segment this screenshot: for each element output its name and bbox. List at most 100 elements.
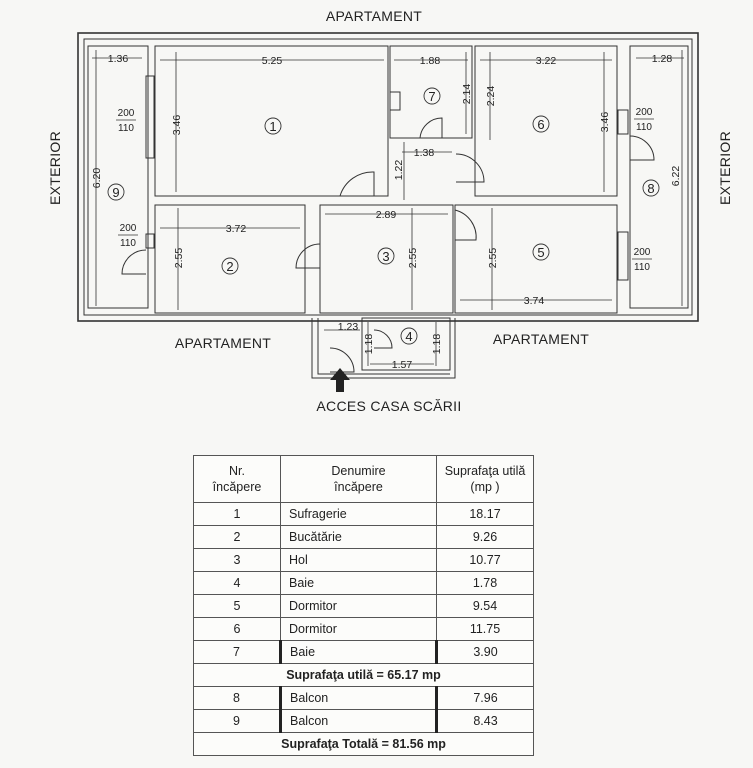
dim-r5-height: 2.55 — [487, 248, 499, 269]
dim-r2-height: 2.55 — [173, 248, 185, 269]
neighbor-right-label: APARTAMENT — [493, 331, 589, 347]
floor-plan: APARTAMENT APARTAMENT APARTAMENT EXTERIO… — [47, 8, 733, 414]
room-number-3: 3 — [382, 249, 389, 264]
exterior-left-label: EXTERIOR — [47, 131, 63, 205]
cell-name: Balcon — [279, 686, 437, 710]
table-row: 9 Balcon 8.43 — [193, 709, 534, 733]
room-number-6: 6 — [537, 117, 544, 132]
dim-r8-height: 6.22 — [670, 166, 682, 187]
window-4-height: 110 — [634, 262, 650, 273]
cell-name: Baie — [280, 571, 437, 595]
cell-nr: 8 — [193, 686, 281, 710]
cell-nr: 1 — [193, 502, 281, 526]
window-1-height: 110 — [118, 123, 134, 134]
room-4-outline — [361, 317, 451, 371]
dim-hall-upper-width: 1.38 — [414, 147, 435, 159]
cell-nr: 4 — [193, 571, 281, 595]
cell-name: Bucătărie — [280, 525, 437, 549]
window-3-height: 110 — [636, 122, 652, 133]
dim-r2-width: 3.72 — [226, 223, 247, 235]
cell-name: Sufragerie — [280, 502, 437, 526]
room-number-2: 2 — [226, 259, 233, 274]
cell-name: Balcon — [279, 709, 437, 733]
window-2-height: 110 — [120, 238, 136, 249]
dim-r9-height: 6.20 — [91, 168, 103, 189]
window-1-width: 200 — [118, 108, 135, 119]
dim-r8-width: 1.28 — [652, 53, 673, 65]
cell-area: 11.75 — [436, 617, 534, 641]
dim-r6-height-right: 3.46 — [599, 112, 611, 133]
subtotal-row: Suprafaţa utilă = 65.17 mp — [193, 663, 534, 687]
room-5-outline — [454, 204, 618, 314]
room-number-8: 8 — [647, 181, 654, 196]
room-2-outline — [154, 204, 306, 314]
balcony-9-outline — [87, 45, 149, 309]
dim-r3-width: 2.89 — [376, 209, 397, 221]
arrow-up-icon — [330, 368, 350, 392]
cell-area: 18.17 — [436, 502, 534, 526]
table-row: 1 Sufragerie 18.17 — [193, 502, 534, 526]
cell-name: Baie — [279, 640, 437, 664]
cell-area: 7.96 — [435, 686, 534, 710]
room-3-outline — [319, 204, 454, 314]
cell-area: 9.26 — [436, 525, 534, 549]
dim-r6-width: 3.22 — [536, 55, 557, 67]
dim-r7-width: 1.88 — [420, 55, 441, 67]
exterior-right-label: EXTERIOR — [717, 131, 733, 205]
room-number-1: 1 — [269, 119, 276, 134]
table-row: 5 Dormitor 9.54 — [193, 594, 534, 618]
room-6-outline — [474, 45, 618, 197]
cell-nr: 3 — [193, 548, 281, 572]
neighbor-top-label: APARTAMENT — [326, 8, 422, 24]
cell-area: 8.43 — [435, 709, 534, 733]
cell-nr: 5 — [193, 594, 281, 618]
room-number-5: 5 — [537, 245, 544, 260]
cell-nr: 9 — [193, 709, 281, 733]
total-row: Suprafaţa Totală = 81.56 mp — [193, 732, 534, 756]
cell-area: 1.78 — [436, 571, 534, 595]
dim-r9-width: 1.36 — [108, 53, 129, 65]
dim-r4-width: 1.57 — [392, 359, 413, 371]
table-row: 6 Dormitor 11.75 — [193, 617, 534, 641]
neighbor-left-label: APARTAMENT — [175, 335, 271, 351]
access-label: ACCES CASA SCĂRII — [316, 398, 461, 414]
room-number-9: 9 — [112, 185, 119, 200]
cell-area: 9.54 — [436, 594, 534, 618]
cell-nr: 7 — [193, 640, 281, 664]
cell-nr: 6 — [193, 617, 281, 641]
table-row: 3 Hol 10.77 — [193, 548, 534, 572]
dim-r1-width: 5.25 — [262, 55, 283, 67]
room-1-outline — [154, 45, 389, 197]
table-row: 4 Baie 1.78 — [193, 571, 534, 595]
table-row: 8 Balcon 7.96 — [193, 686, 534, 710]
room-number-7: 7 — [428, 89, 435, 104]
window-4-width: 200 — [634, 247, 651, 258]
subtotal-cell: Suprafaţa utilă = 65.17 mp — [193, 663, 534, 687]
dim-r5-width: 3.74 — [524, 295, 545, 307]
dim-r4-height-right: 1.18 — [431, 334, 443, 355]
total-cell: Suprafaţa Totală = 81.56 mp — [193, 732, 534, 756]
cell-area: 10.77 — [436, 548, 534, 572]
dim-r1-height: 3.46 — [171, 115, 183, 136]
cell-area: 3.90 — [435, 640, 534, 664]
dim-r7-height: 2.14 — [461, 84, 473, 105]
dim-hall-upper-height: 1.22 — [393, 160, 405, 181]
room-number-4: 4 — [405, 329, 412, 344]
balcony-8-outline — [629, 45, 689, 309]
table-row: 2 Bucătărie 9.26 — [193, 525, 534, 549]
cell-name: Hol — [280, 548, 437, 572]
window-3-width: 200 — [636, 107, 653, 118]
table-row: 7 Baie 3.90 — [193, 640, 534, 664]
dim-r6-height-left: 2.24 — [485, 86, 497, 107]
dim-r3-height: 2.55 — [407, 248, 419, 269]
dim-entry-width: 1.23 — [338, 321, 359, 333]
cell-name: Dormitor — [280, 617, 437, 641]
header-area: Suprafaţa utilă(mp ) — [436, 455, 534, 503]
window-2-width: 200 — [120, 223, 137, 234]
cell-nr: 2 — [193, 525, 281, 549]
dim-r4-height-left: 1.18 — [363, 334, 375, 355]
header-nr: Nr.încăpere — [193, 455, 281, 503]
cell-name: Dormitor — [280, 594, 437, 618]
